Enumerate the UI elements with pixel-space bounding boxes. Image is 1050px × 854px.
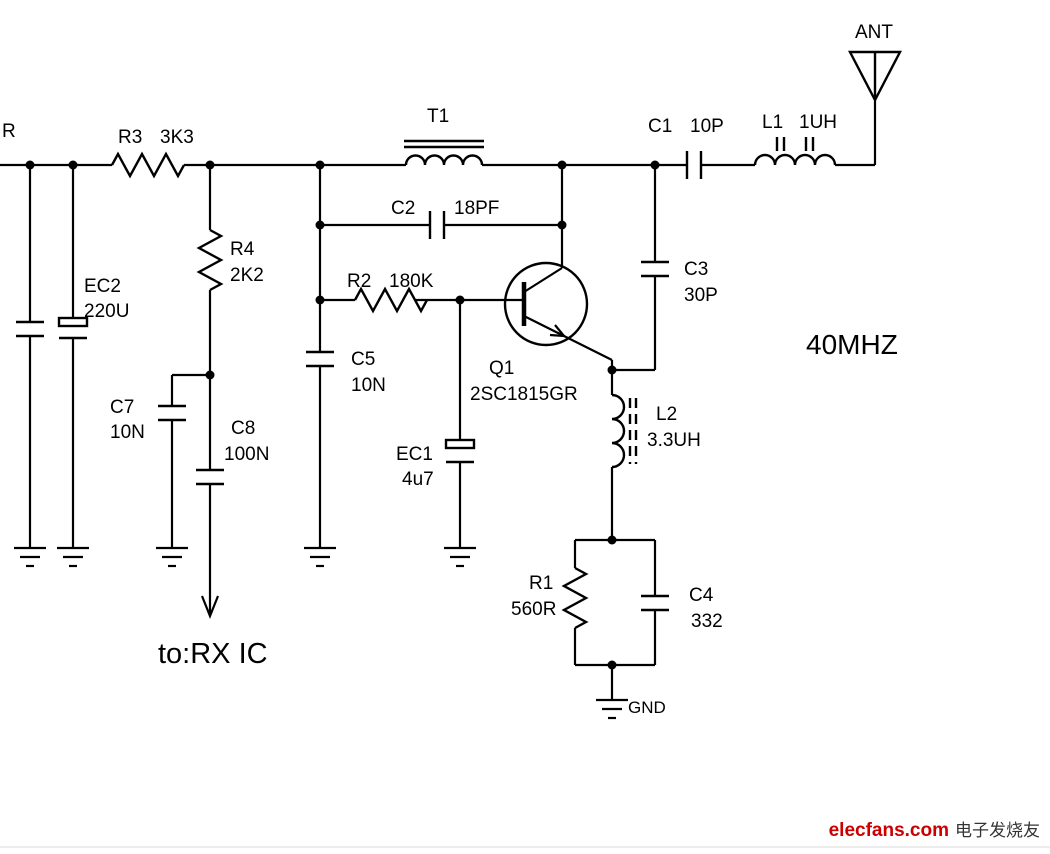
label-c8-value: 100N — [224, 444, 269, 465]
resistor-r3 — [110, 151, 186, 179]
ground-icon — [304, 546, 336, 568]
label-edge-cutoff: R — [2, 121, 16, 142]
ground-icon — [57, 546, 89, 568]
label-ec2-ref: EC2 — [84, 276, 121, 297]
inductor-l2 — [611, 393, 638, 469]
label-c7-ref: C7 — [110, 397, 134, 418]
label-c2-value: 18PF — [454, 198, 499, 219]
capacitor-ec2 — [57, 316, 89, 340]
label-r4-ref: R4 — [230, 239, 255, 260]
label-c7-value: 10N — [110, 422, 145, 443]
label-ec2-value: 220U — [84, 301, 129, 322]
label-t1-ref: T1 — [427, 106, 449, 127]
label-gnd: GND — [628, 698, 666, 717]
label-c4-value: 332 — [691, 611, 723, 632]
resistor-r1 — [561, 566, 589, 630]
ground-icon — [444, 546, 476, 568]
label-c1-value: 10P — [690, 116, 724, 137]
label-r4-value: 2K2 — [230, 265, 264, 286]
label-c3-value: 30P — [684, 285, 718, 306]
label-l2-value: 3.3UH — [647, 430, 701, 451]
capacitor-c4 — [641, 594, 669, 612]
label-frequency: 40MHZ — [806, 329, 898, 360]
capacitor-c7 — [158, 404, 186, 422]
label-c8-ref: C8 — [231, 418, 255, 439]
capacitor-ec1 — [444, 438, 476, 464]
label-r2-value: 180K — [389, 271, 434, 292]
label-c1-ref: C1 — [648, 116, 672, 137]
label-q1-value: 2SC1815GR — [470, 384, 578, 405]
label-r1-value: 560R — [511, 599, 556, 620]
label-c5-value: 10N — [351, 375, 386, 396]
inductor-l1 — [753, 137, 837, 166]
junction-dots — [25, 160, 660, 670]
watermark-brand: elecfans.com — [828, 820, 949, 841]
label-c5-ref: C5 — [351, 349, 375, 370]
label-antenna: ANT — [855, 22, 893, 43]
label-r3-value: 3K3 — [160, 127, 194, 148]
resistor-r2 — [353, 286, 429, 314]
capacitor-c2 — [428, 211, 446, 239]
capacitor-c8 — [196, 468, 224, 486]
capacitor-c5 — [306, 350, 334, 368]
antenna-icon — [848, 50, 902, 103]
emitter-arrow-icon — [549, 324, 567, 338]
label-ec1-ref: EC1 — [396, 444, 433, 465]
capacitor-c3 — [641, 260, 669, 278]
ground-icon — [596, 698, 628, 720]
label-r2-ref: R2 — [347, 271, 371, 292]
watermark-suffix: 电子发烧友 — [955, 821, 1040, 840]
label-output-note: to:RX IC — [158, 638, 268, 670]
label-r3-ref: R3 — [118, 127, 142, 148]
capacitor-c1 — [685, 151, 703, 179]
capacitor-unlabeled-left — [16, 320, 44, 338]
label-c3-ref: C3 — [684, 259, 708, 280]
label-ec1-value: 4u7 — [402, 469, 434, 490]
label-l1-value: 1UH — [799, 112, 837, 133]
resistor-r4 — [196, 228, 224, 292]
transistor-q1 — [503, 261, 614, 370]
transformer-t1 — [404, 139, 484, 166]
label-c4-ref: C4 — [689, 585, 714, 606]
label-l1-ref: L1 — [762, 112, 783, 133]
label-r1-ref: R1 — [529, 573, 553, 594]
watermark: elecfans.com 电子发烧友 — [829, 816, 1040, 842]
ground-icon — [156, 546, 188, 568]
label-c2-ref: C2 — [391, 198, 415, 219]
label-q1-ref: Q1 — [489, 358, 514, 379]
output-arrow-icon — [200, 595, 220, 619]
label-l2-ref: L2 — [656, 404, 677, 425]
ground-icon — [14, 546, 46, 568]
